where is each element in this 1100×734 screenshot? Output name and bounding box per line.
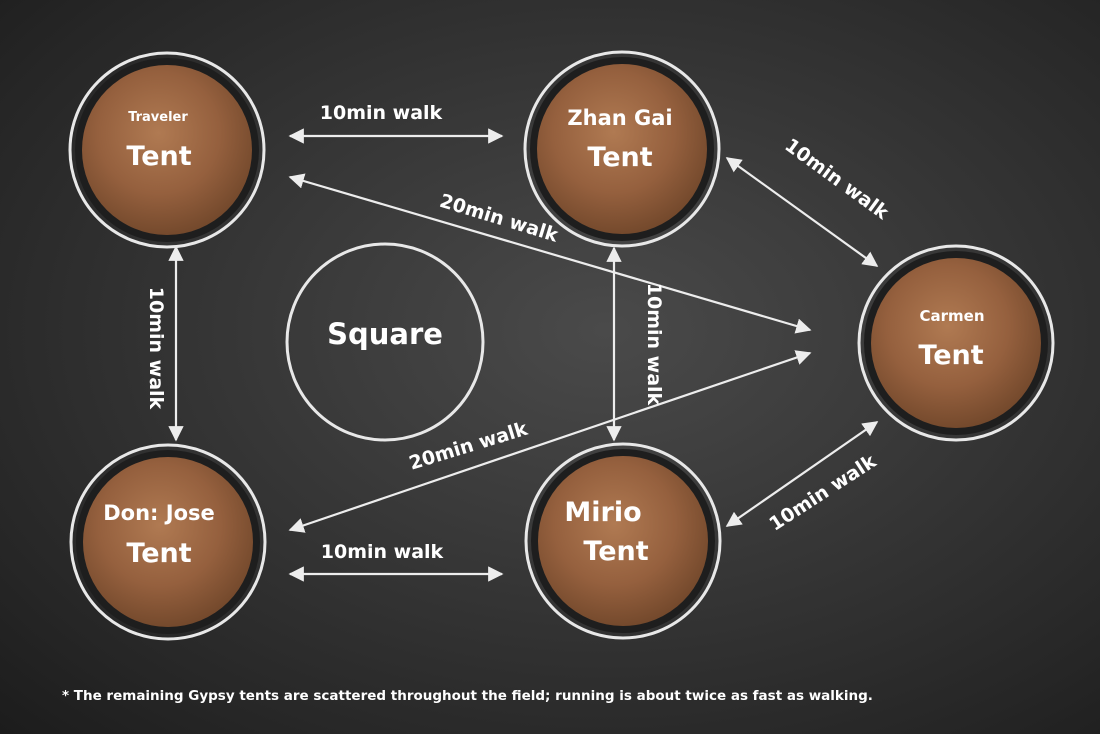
arrow-mirio-carmen: [725, 421, 879, 527]
arrow-donjose-carmen: [288, 350, 812, 533]
tent-mirio-label: Tent: [583, 536, 648, 567]
edge-label-zhangai-mirio: 10min walk: [643, 283, 665, 406]
tent-carmen: Carmen Tent: [857, 244, 1055, 442]
tent-mirio: Mirio Tent: [524, 442, 722, 640]
footnote: * The remaining Gypsy tents are scattere…: [62, 688, 873, 704]
edge-label-mirio-carmen: 10min walk: [765, 450, 880, 535]
edge-label-traveler-zhangai: 10min walk: [320, 102, 443, 124]
tent-zhangai: Zhan Gai Tent: [523, 50, 721, 248]
tent-carmen-label: Tent: [918, 340, 983, 371]
tent-zhangai-label: Tent: [587, 142, 652, 173]
edge-label-donjose-carmen: 20min walk: [406, 418, 530, 475]
edge-label-zhangai-carmen: 10min walk: [781, 134, 893, 224]
square-circle: [285, 242, 485, 442]
tent-traveler-label: Tent: [126, 141, 191, 172]
tent-traveler-name: Traveler: [128, 110, 188, 125]
tent-mirio-name: Mirio: [564, 497, 641, 528]
square-label: Square: [327, 317, 443, 351]
tent-traveler: Traveler Tent: [68, 51, 266, 249]
arrow-traveler-carmen: [288, 173, 812, 334]
tent-donjose-name: Don: Jose: [103, 501, 215, 525]
tent-zhangai-name: Zhan Gai: [567, 106, 672, 130]
edge-label-traveler-donjose: 10min walk: [145, 287, 167, 410]
tent-donjose: Don: Jose Tent: [69, 443, 267, 641]
edge-label-donjose-mirio: 10min walk: [321, 541, 444, 563]
arrow-zhangai-carmen: [725, 157, 879, 267]
tent-donjose-label: Tent: [126, 538, 191, 569]
tent-carmen-name: Carmen: [919, 307, 984, 325]
